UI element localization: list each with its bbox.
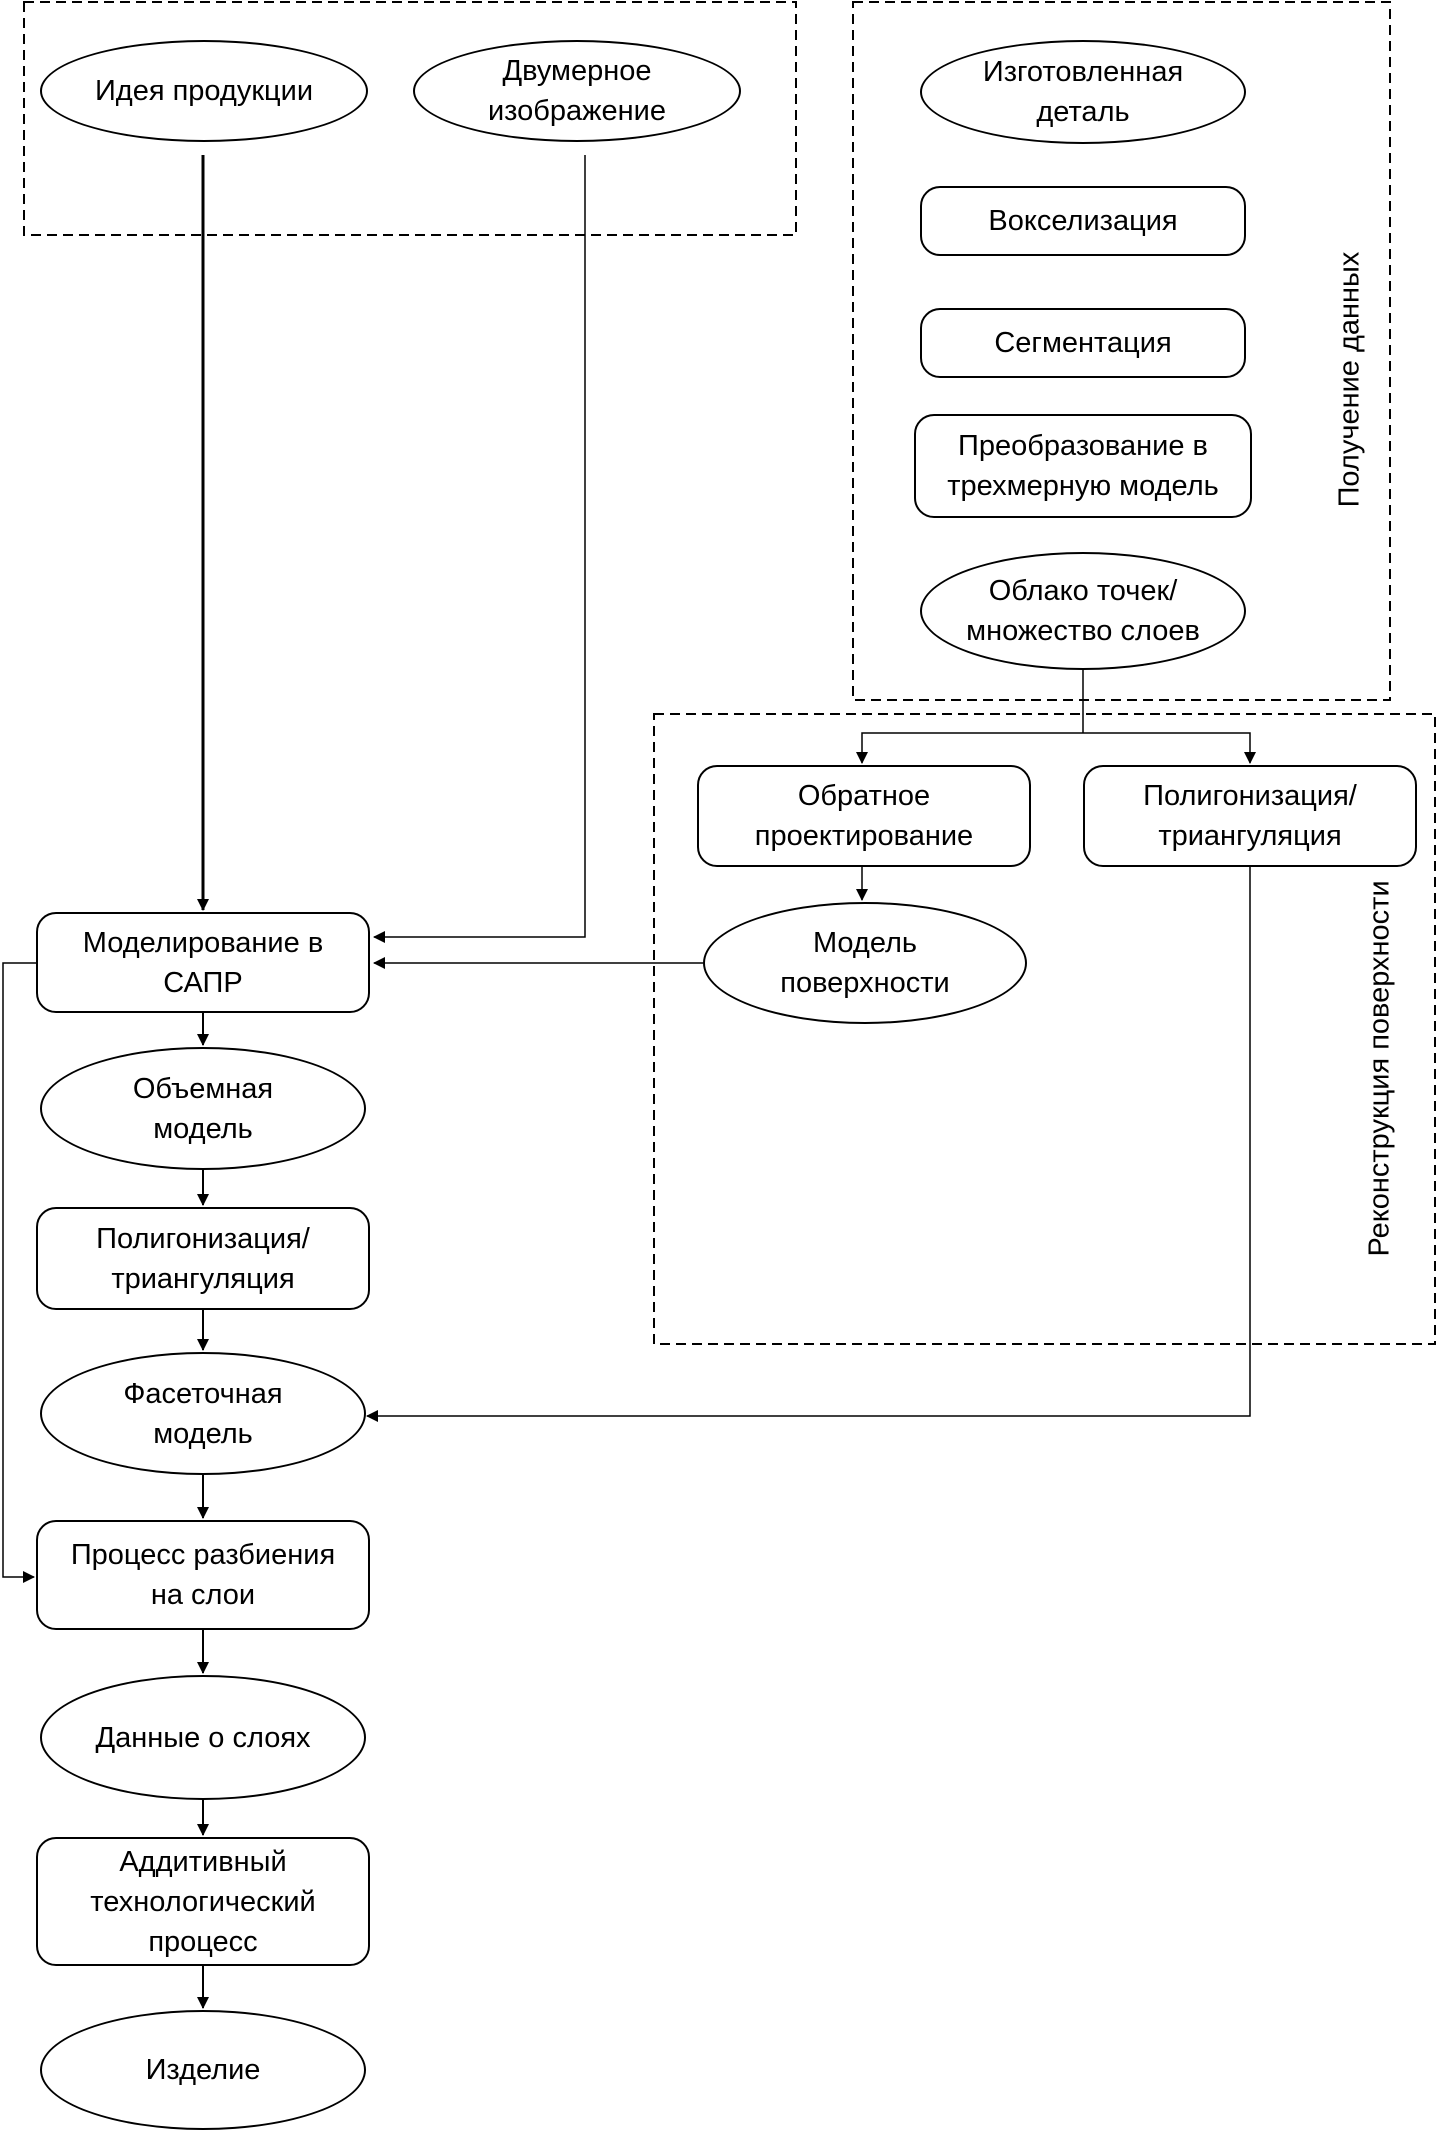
node-solid-model: Объемная модель bbox=[40, 1047, 366, 1170]
node-segmentation: Сегментация bbox=[920, 308, 1246, 378]
group-label-surface-reconstruction: Реконструкция поверхности bbox=[1363, 880, 1396, 1257]
arrow-cloud-to-polygonization-right bbox=[1083, 732, 1256, 764]
node-product: Изделие bbox=[40, 2010, 366, 2130]
arrow-cad-bypass-to-slicing bbox=[2, 962, 38, 1583]
group-frame-inputs bbox=[23, 1, 797, 236]
node-layer-data: Данные о слоях bbox=[40, 1675, 366, 1800]
node-facet-model: Фасеточная модель bbox=[40, 1352, 366, 1475]
node-polygonization-left: Полигонизация/ триангуляция bbox=[36, 1207, 370, 1310]
group-frame-surface-reconstruction bbox=[653, 713, 1436, 1345]
arrow-2d-to-cad bbox=[373, 155, 586, 943]
arrow-cloud-to-reverse bbox=[856, 732, 1083, 764]
node-conversion-3d: Преобразование в трехмерную модель bbox=[914, 414, 1252, 518]
node-cad-modeling: Моделирование в САПР bbox=[36, 912, 370, 1013]
node-additive-process: Аддитивный технологический процесс bbox=[36, 1837, 370, 1966]
node-surface-model: Модель поверхности bbox=[703, 902, 1027, 1024]
node-polygonization-right: Полигонизация/ триангуляция bbox=[1083, 765, 1417, 867]
node-slicing-process: Процесс разбиения на слои bbox=[36, 1520, 370, 1630]
node-voxelization: Вокселизация bbox=[920, 186, 1246, 256]
node-2d-image: Двумерное изображение bbox=[413, 40, 741, 142]
node-manufactured-part: Изготовленная деталь bbox=[920, 40, 1246, 144]
group-frame-data-acquisition bbox=[852, 1, 1391, 701]
node-product-idea: Идея продукции bbox=[40, 40, 368, 142]
arrow-polygonization-right-to-facet bbox=[366, 867, 1251, 1422]
node-point-cloud: Облако точек/ множество слоев bbox=[920, 552, 1246, 670]
node-reverse-engineering: Обратное проектирование bbox=[697, 765, 1031, 867]
group-label-data-acquisition: Получение данных bbox=[1333, 251, 1366, 508]
